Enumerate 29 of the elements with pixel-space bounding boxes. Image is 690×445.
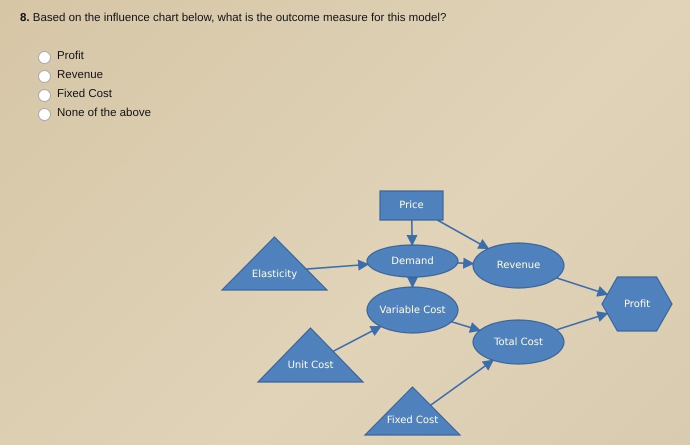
- rectangle-node: [380, 191, 443, 220]
- node-label: Total Cost: [494, 336, 543, 348]
- arrow: [406, 220, 418, 246]
- node-label: Variable Cost: [380, 304, 446, 316]
- triangle-node: [222, 237, 327, 290]
- answer-option: Revenue: [57, 69, 104, 81]
- node-label: Revenue: [496, 259, 540, 272]
- arrow: [451, 321, 482, 333]
- arrow: [306, 260, 370, 271]
- node-label: Unit Cost: [288, 359, 334, 372]
- answer-option: None of the above: [57, 107, 151, 119]
- arrow: [556, 311, 608, 331]
- node-label: Fixed Cost: [386, 414, 438, 428]
- triangle-node: [258, 328, 363, 382]
- node-label: Elasticity: [252, 268, 298, 281]
- arrow: [430, 360, 494, 406]
- hexagon-node: [602, 277, 672, 331]
- arrow: [332, 326, 382, 352]
- node-label: Demand: [391, 254, 434, 268]
- triangle-node: [365, 387, 460, 435]
- question-text: 8. Based on the influence chart below, what is the outcome measure for this model?: [20, 12, 446, 24]
- arrow: [436, 219, 490, 250]
- node-label: Profit: [624, 298, 650, 310]
- arrow: [458, 258, 474, 269]
- answer-option: Fixed Cost: [57, 88, 112, 100]
- node-label: Price: [399, 199, 424, 212]
- answer-option: Profit: [57, 50, 84, 62]
- arrow: [556, 277, 609, 297]
- arrow: [406, 276, 418, 288]
